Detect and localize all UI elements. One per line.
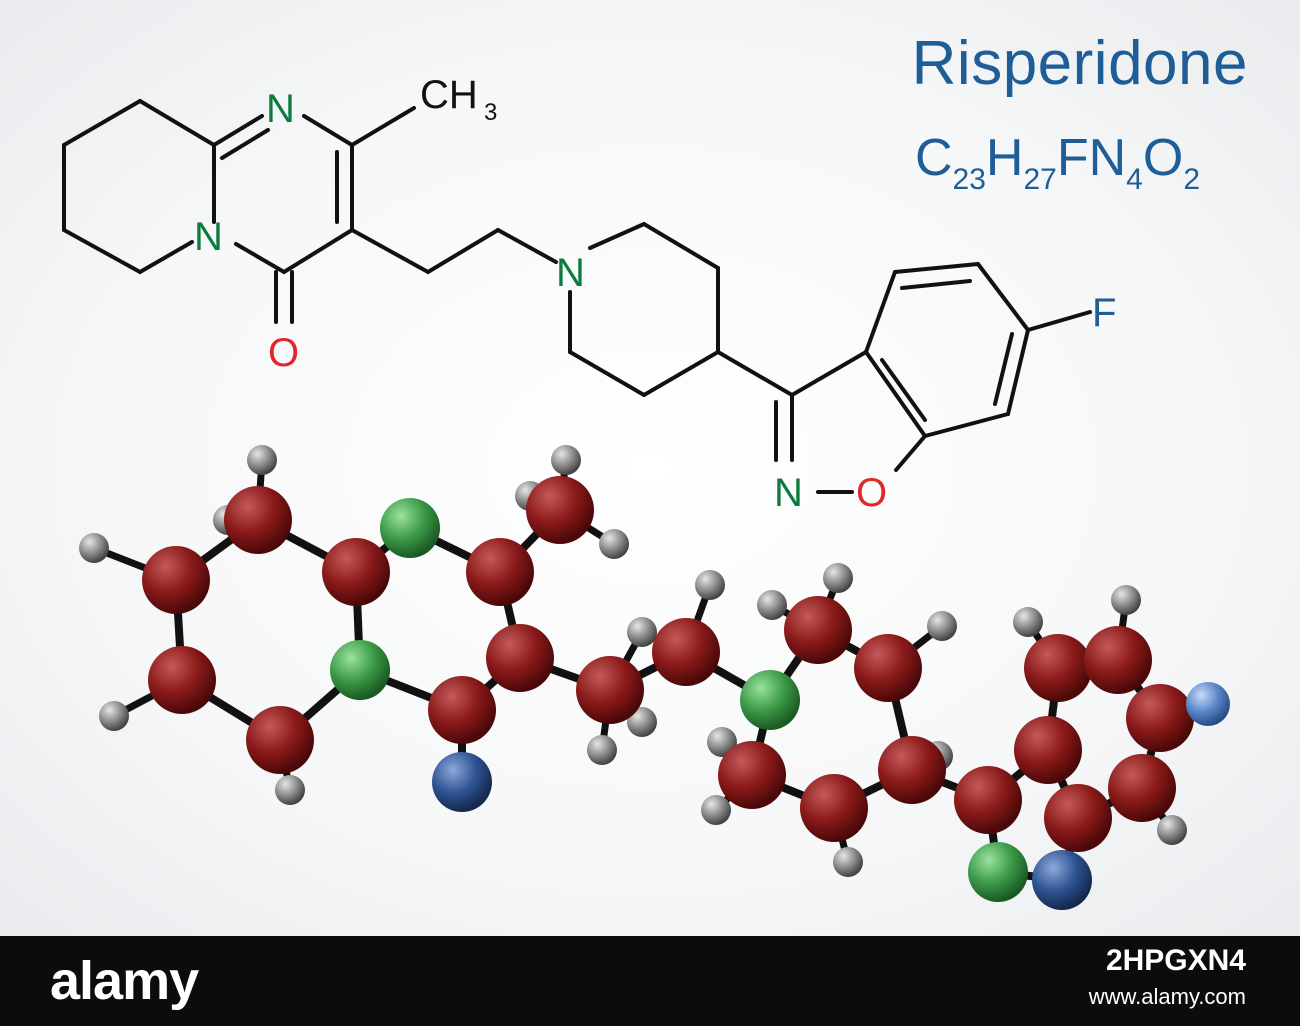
nitrogen-atom	[330, 640, 390, 700]
oxygen-atom	[432, 752, 492, 812]
hydrogen-atom	[927, 611, 957, 641]
methyl-label: CH	[420, 73, 478, 117]
hydrogen-atom	[587, 735, 617, 765]
image-id: 2HPGXN4	[1105, 944, 1246, 977]
hydrogen-atom	[695, 570, 725, 600]
carbon-atom	[246, 706, 314, 774]
hydrogen-atom	[707, 727, 737, 757]
carbon-atom	[428, 676, 496, 744]
carbon-atom	[854, 634, 922, 702]
carbon-atom	[718, 741, 786, 809]
atom-labels: N N CH 3 O N N O F	[194, 73, 1116, 515]
nitrogen-label: N	[266, 87, 295, 131]
carbon-atom	[1126, 684, 1194, 752]
carbon-atom	[784, 596, 852, 664]
nitrogen-atom	[380, 498, 440, 558]
formula-subscript: 4	[1126, 163, 1143, 196]
skeletal-bonds	[62, 99, 1092, 494]
molecular-formula: C23H27FN4O2	[914, 128, 1200, 196]
hydrogen-atom	[701, 795, 731, 825]
carbon-atom	[148, 646, 216, 714]
carbon-atom	[466, 538, 534, 606]
formula-subscript: 23	[952, 163, 986, 196]
oxygen-label: O	[268, 331, 299, 375]
hydrogen-atom	[79, 533, 109, 563]
brand-logo: alamy	[50, 951, 199, 1011]
hydrogen-atom	[247, 445, 277, 475]
formula-element: H	[985, 129, 1024, 187]
carbon-atom	[142, 546, 210, 614]
carbon-atom	[1084, 626, 1152, 694]
molecule-name: Risperidone	[911, 29, 1248, 98]
carbon-atom	[652, 618, 720, 686]
carbon-atom	[322, 538, 390, 606]
carbon-atom	[800, 774, 868, 842]
nitrogen-label: N	[556, 251, 585, 295]
carbon-atom	[224, 486, 292, 554]
nitrogen-atom	[740, 670, 800, 730]
diagram-canvas: Risperidone C23H27FN4O2	[0, 0, 1300, 936]
carbon-atom	[1044, 784, 1112, 852]
carbon-atom	[1108, 754, 1176, 822]
nitrogen-label: N	[194, 215, 223, 259]
hydrogen-atom	[833, 847, 863, 877]
formula-element: C	[914, 129, 953, 187]
oxygen-atom	[1032, 850, 1092, 910]
hydrogen-atom	[275, 775, 305, 805]
carbon-atom	[576, 656, 644, 724]
skeletal-formula: N N CH 3 O N N O F	[62, 73, 1116, 515]
formula-element: N	[1088, 129, 1127, 187]
fluorine-atom	[1186, 682, 1230, 726]
hydrogen-atom	[627, 707, 657, 737]
carbon-atom	[1024, 634, 1092, 702]
fluorine-label: F	[1092, 291, 1116, 335]
formula-subscript: 27	[1023, 163, 1057, 196]
footer-bar: alamy 2HPGXN4 www.alamy.com	[0, 936, 1300, 1026]
hydrogen-atom	[99, 701, 129, 731]
hydrogen-atom	[757, 590, 787, 620]
carbon-atom	[526, 476, 594, 544]
formula-subscript: 2	[1183, 163, 1200, 196]
carbon-atom	[1014, 716, 1082, 784]
hydrogen-atom	[1013, 607, 1043, 637]
site-url: www.alamy.com	[1088, 984, 1246, 1009]
nitrogen-label: N	[774, 471, 803, 515]
methyl-subscript: 3	[484, 99, 497, 126]
hydrogen-atom	[1157, 815, 1187, 845]
ball-and-stick-model	[79, 445, 1230, 910]
hydrogen-atom	[627, 617, 657, 647]
hydrogen-atom	[599, 529, 629, 559]
carbon-atom	[878, 736, 946, 804]
carbon-atom	[486, 624, 554, 692]
nitrogen-atom	[968, 842, 1028, 902]
formula-element: O	[1142, 129, 1184, 187]
hydrogen-atom	[823, 563, 853, 593]
carbon-atom	[954, 766, 1022, 834]
hydrogen-atom	[551, 445, 581, 475]
formula-element: F	[1056, 129, 1089, 187]
oxygen-label: O	[856, 471, 887, 515]
hydrogen-atom	[1111, 585, 1141, 615]
model-atoms	[79, 445, 1230, 910]
